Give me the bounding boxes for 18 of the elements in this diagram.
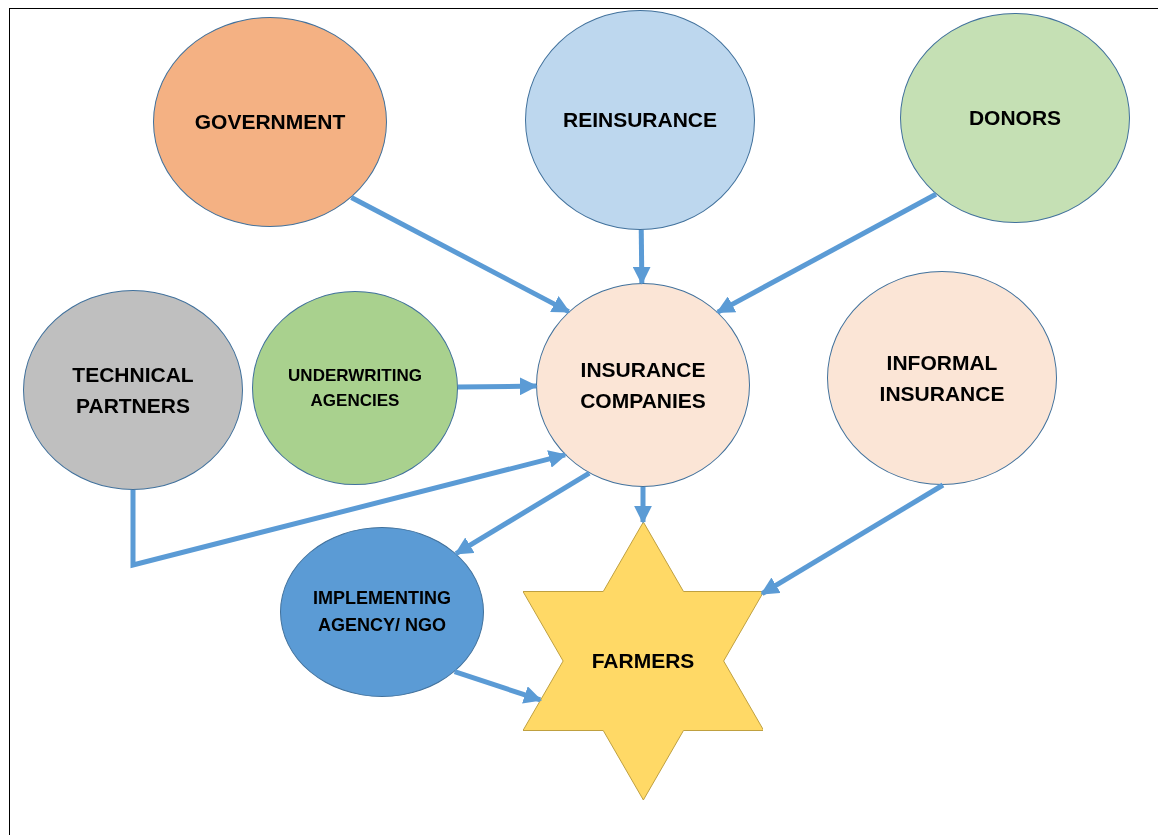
node-label: FARMERS [591,648,695,675]
arrow [130,450,567,569]
arrow [634,487,652,524]
arrow [454,471,591,556]
arrow [716,192,938,315]
arrow [760,482,945,596]
node-label: GOVERNMENT [194,109,346,136]
node-label: INFORMAL INSURANCE [878,349,1006,407]
arrow [457,377,538,396]
node-label: INSURANCE COMPANIES [579,356,707,414]
arrow [350,195,571,314]
node-label: TECHNICAL PARTNERS [71,361,195,419]
node-label: REINSURANCE [563,107,717,134]
node-label: DONORS [968,105,1062,132]
node-label: UNDERWRITING AGENCIES [287,364,423,412]
arrow [453,669,542,704]
node-label: IMPLEMENTING AGENCY/ NGO [312,587,452,637]
arrow [632,229,651,285]
